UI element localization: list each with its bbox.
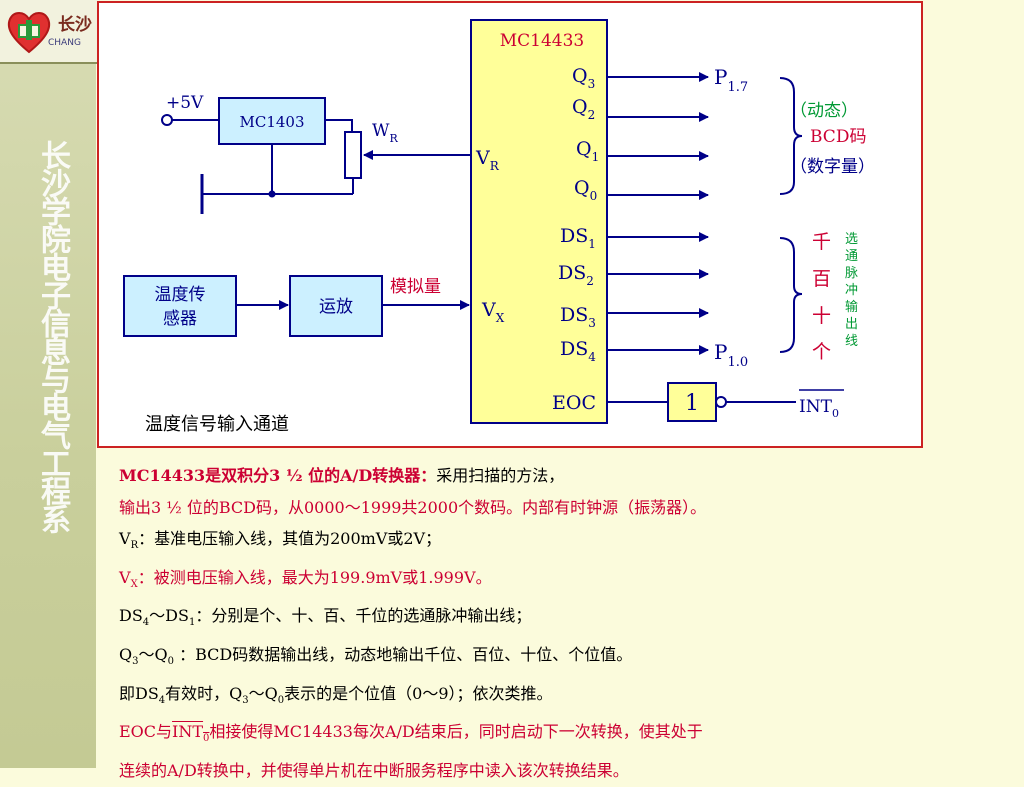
- bcd-label: BCD码: [810, 127, 866, 147]
- strobe-char-1: 选: [845, 232, 858, 247]
- strobe-char-4: 冲: [845, 283, 858, 298]
- logo-subtext: CHANG: [48, 38, 81, 48]
- amplifier-label: 运放: [319, 297, 353, 317]
- mc1403-chip: [218, 97, 326, 145]
- desc-line-3: VR：基准电压输入线，其值为200mV或2V；: [119, 529, 442, 552]
- circuit-diagram: MC14433 Q3 Q2 Q1 Q0 DS1 DS2 DS3 DS4 EOC …: [123, 19, 875, 435]
- int0-label: INT0: [799, 397, 839, 420]
- analog-label: 模拟量: [390, 277, 441, 297]
- supply-label: +5V: [166, 93, 204, 113]
- strobe-char-5: 输: [845, 299, 858, 315]
- mc14433-chip: [470, 19, 608, 424]
- chip-label: MC14433: [500, 31, 585, 51]
- digital-label: （数字量）: [790, 157, 875, 177]
- digit-ten: 十: [812, 305, 831, 327]
- inverter-bubble: [715, 396, 727, 408]
- description-text: MC14433是双积分3 ½ 位的A/D转换器：采用扫描的方法， 输出3 ½ 位…: [119, 460, 919, 787]
- strobe-char-2: 通: [845, 249, 858, 264]
- desc-line-2: 输出3 ½ 位的BCD码，从0000～1999共2000个数码。内部有时钟源（振…: [119, 497, 707, 517]
- desc-line-1: MC14433是双积分3 ½ 位的A/D转换器：采用扫描的方法，: [119, 466, 565, 485]
- digit-one: 个: [812, 341, 831, 363]
- strobe-char-3: 脉: [845, 266, 858, 281]
- pin-vr: VR: [475, 147, 500, 173]
- desc-line-7: 即DS4有效时，Q3～Q0表示的是个位值（0～9）；依次类推。: [119, 683, 553, 706]
- pin-q3: Q3: [572, 65, 595, 91]
- logo-bar: 长沙 CHANG: [0, 0, 100, 64]
- potentiometer: [344, 131, 362, 179]
- ref-out-wire: [325, 119, 353, 132]
- sensor-label-2: 感器: [163, 309, 197, 329]
- vertical-title: 长沙学院电子信息与电气工程系: [35, 140, 70, 532]
- dynamic-label: （动态）: [790, 101, 858, 121]
- desc-line-9: 连续的A/D转换中，并使得单片机在中断服务程序中读入该次转换结果。: [119, 761, 629, 781]
- sidebar-panel: [0, 0, 96, 768]
- sensor-label-1: 温度传: [155, 285, 206, 305]
- digit-brace: [779, 237, 803, 353]
- diagram-frame: MC14433 Q3 Q2 Q1 Q0 DS1 DS2 DS3 DS4 EOC …: [97, 1, 923, 448]
- pin-ds2: DS2: [558, 262, 594, 288]
- mc1403-label: MC1403: [239, 113, 304, 131]
- heart-logo-icon: [7, 12, 51, 54]
- pin-q2: Q2: [572, 96, 595, 122]
- pin-q1: Q1: [576, 138, 599, 164]
- supply-terminal: [161, 114, 173, 126]
- pin-q0: Q0: [574, 177, 597, 203]
- pin-eoc: EOC: [552, 392, 596, 414]
- desc-line-6: Q3～Q0 ：BCD码数据输出线，动态地输出千位、百位、十位、个位值。: [119, 645, 633, 668]
- strobe-char-6: 出: [845, 317, 858, 332]
- bcd-brace: [779, 77, 803, 195]
- pot-label: WR: [372, 121, 398, 145]
- logo-text: 长沙: [58, 15, 92, 35]
- port-p10-label: P1.0: [714, 340, 748, 370]
- digit-thousand: 千: [812, 231, 831, 253]
- desc-line-4: VX：被测电压输入线，最大为199.9mV或1.999V。: [119, 567, 492, 590]
- ground-junction: [268, 190, 276, 198]
- strobe-char-7: 线: [845, 334, 858, 349]
- pin-ds1: DS1: [560, 225, 596, 251]
- digit-hundred: 百: [812, 268, 831, 290]
- channel-label: 温度信号输入通道: [145, 414, 289, 435]
- inverter-label: 1: [685, 391, 699, 416]
- desc-line-5: DS4～DS1：分别是个、十、百、千位的选通脉冲输出线；: [119, 606, 532, 629]
- pin-vx: VX: [481, 299, 505, 325]
- temp-sensor-box: [123, 275, 237, 337]
- pin-ds3: DS3: [560, 304, 596, 330]
- port-p17-label: P1.7: [714, 65, 748, 95]
- desc-line-8: EOC与INT0相接使得MC14433每次A/D结束后，同时启动下一次转换，使其…: [119, 722, 703, 745]
- pin-ds4: DS4: [560, 338, 596, 364]
